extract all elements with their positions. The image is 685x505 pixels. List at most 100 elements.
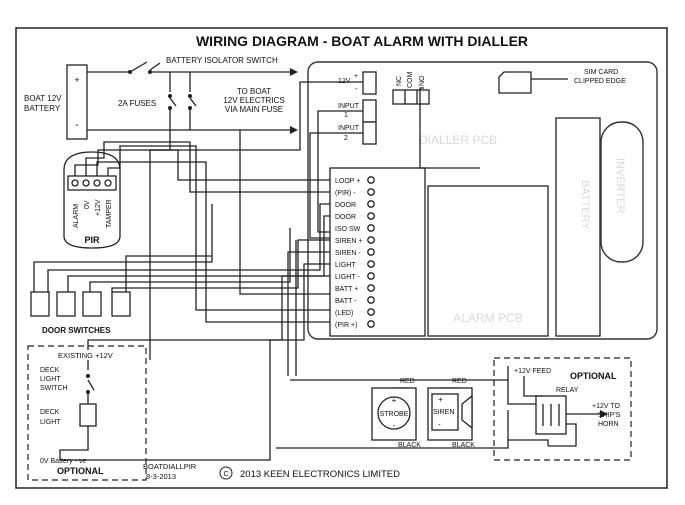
arrow-positive bbox=[290, 68, 298, 76]
footer-date: 8-3-2013 bbox=[146, 472, 176, 481]
battery-label-line1: BOAT 12V bbox=[24, 94, 62, 103]
relay-contacts bbox=[523, 376, 560, 426]
deck-light-optional-box bbox=[27, 345, 147, 481]
siren-plus: + bbox=[438, 395, 443, 404]
terminal-label: (PIR +) bbox=[335, 322, 357, 329]
isolator-label: BATTERY ISOLATOR SWITCH bbox=[166, 56, 278, 65]
sim-label-line1: SIM CARD bbox=[584, 69, 618, 76]
pir-sensor bbox=[63, 151, 121, 249]
strobe-minus: - bbox=[393, 421, 396, 430]
terminal-screws bbox=[367, 176, 375, 328]
to-boat-line1: TO BOAT bbox=[237, 87, 271, 96]
terminal-label: SIREN + bbox=[335, 238, 362, 245]
relay-output bbox=[548, 413, 600, 447]
deck-optional-label: OPTIONAL bbox=[57, 466, 104, 476]
battery-minus: - bbox=[75, 120, 78, 131]
siren-horn-icon bbox=[461, 394, 473, 430]
deck-light bbox=[79, 403, 97, 427]
wiring bbox=[33, 81, 549, 461]
horn-line2: SHIP'S bbox=[598, 412, 621, 419]
strobe-red: RED bbox=[400, 378, 415, 385]
dialler-input1-terminal bbox=[362, 99, 377, 123]
isolator-pointer bbox=[149, 62, 161, 71]
door-switches-label: DOOR SWITCHES bbox=[42, 326, 111, 335]
diagram-title: WIRING DIAGRAM - BOAT ALARM WITH DIALLER bbox=[196, 33, 528, 49]
copyright-symbol-letter: C bbox=[223, 471, 228, 478]
inverter bbox=[600, 121, 644, 263]
dialler-input1-line2: 1 bbox=[344, 112, 348, 119]
terminal-label: BATT + bbox=[335, 286, 358, 293]
alarm-pcb-label: ALARM PCB bbox=[453, 311, 522, 325]
terminal-label: DOOR bbox=[335, 214, 356, 221]
deck-existing-12v: EXISTING +12V bbox=[58, 351, 113, 360]
door-switch-2 bbox=[56, 291, 76, 317]
dialler-input1-line1: INPUT bbox=[338, 103, 360, 110]
dialler-battery-label: BATTERY bbox=[579, 180, 591, 230]
strobe bbox=[377, 396, 411, 430]
to-boat-line2: 12V ELECTRICS bbox=[223, 96, 284, 105]
terminal-label: LIGHT - bbox=[335, 274, 360, 281]
alarm-pcb bbox=[427, 185, 549, 337]
terminal-label: ISO SW bbox=[335, 226, 361, 233]
horn-arrow bbox=[600, 410, 608, 418]
dialler-no: NO bbox=[419, 75, 426, 86]
pir-terminal-0v: 0V bbox=[84, 200, 91, 209]
dialler-input2-line1: INPUT bbox=[338, 125, 360, 132]
footer-code: BOATDIALLPIR bbox=[143, 462, 197, 471]
footer-copyright: 2013 KEEN ELECTRONICS LIMITED bbox=[240, 469, 400, 480]
terminal-list: LOOP + (PIR) - DOOR DOOR ISO SW SIREN + … bbox=[335, 178, 362, 329]
horn-line1: +12V TO bbox=[592, 403, 621, 410]
dialler-battery bbox=[555, 117, 601, 337]
strobe-plus: + bbox=[392, 396, 397, 405]
siren bbox=[431, 393, 459, 431]
dialler-12v-plus: + bbox=[354, 73, 358, 80]
pir-terminal-12v: +12V bbox=[95, 199, 102, 216]
siren-red: RED bbox=[452, 378, 467, 385]
relay-label: RELAY bbox=[556, 387, 579, 394]
dialler-pcb-label: DIALLER PCB bbox=[419, 133, 497, 147]
horn-line3: HORN bbox=[598, 421, 619, 428]
to-boat-line3: VIA MAIN FUSE bbox=[225, 105, 283, 114]
deck-light-line1: DECK bbox=[40, 409, 60, 416]
door-switch-1 bbox=[30, 291, 50, 317]
terminal-label: (LED) bbox=[335, 310, 353, 317]
deck-switch-line3: SWITCH bbox=[40, 385, 68, 392]
pir-terminal-block bbox=[67, 175, 117, 191]
dialler-com: COM bbox=[407, 72, 414, 89]
terminal-label: BATT - bbox=[335, 298, 357, 305]
fuses-label: 2A FUSES bbox=[118, 99, 156, 108]
sim-label-line2: CLIPPED EDGE bbox=[574, 78, 626, 85]
dialler-input2-terminal bbox=[362, 121, 377, 145]
deck-light-switch bbox=[87, 360, 95, 404]
strobe-label: STROBE bbox=[380, 411, 409, 418]
door-switch-3 bbox=[82, 291, 102, 317]
dialler-12v-minus: - bbox=[355, 84, 358, 93]
terminal-label: (PIR) - bbox=[335, 190, 356, 197]
dialler-input2-line2: 2 bbox=[344, 135, 348, 142]
diagram-frame bbox=[15, 27, 668, 489]
pir-terminal-tamper: TAMPER bbox=[106, 199, 113, 228]
relay-optional-label: OPTIONAL bbox=[570, 371, 617, 381]
fuse-1 bbox=[149, 72, 177, 360]
siren-black: BLACK bbox=[452, 442, 475, 449]
sim-card bbox=[498, 71, 532, 94]
dialler-12v-terminal bbox=[362, 71, 377, 95]
strobe-black: BLACK bbox=[398, 442, 421, 449]
pir-title: PIR bbox=[84, 235, 100, 245]
siren-minus: - bbox=[438, 420, 441, 429]
boat-battery bbox=[66, 64, 88, 140]
dialler-relay-terminal bbox=[392, 89, 430, 105]
deck-light-line2: LIGHT bbox=[40, 419, 61, 426]
battery-plus: + bbox=[74, 75, 79, 85]
fuse-2 bbox=[189, 72, 197, 130]
battery-label-line2: BATTERY bbox=[24, 104, 61, 113]
isolator-switch bbox=[129, 61, 148, 73]
deck-switch-line2: LIGHT bbox=[40, 376, 61, 383]
deck-battery-ve: 0V Battery - ve bbox=[40, 458, 86, 465]
inverter-label: INVERTER bbox=[614, 158, 626, 213]
terminal-label: SIREN - bbox=[335, 250, 361, 257]
deck-light-return bbox=[59, 426, 89, 460]
pir-terminal-alarm: ALARM bbox=[73, 204, 80, 228]
deck-switch-line1: DECK bbox=[40, 367, 60, 374]
